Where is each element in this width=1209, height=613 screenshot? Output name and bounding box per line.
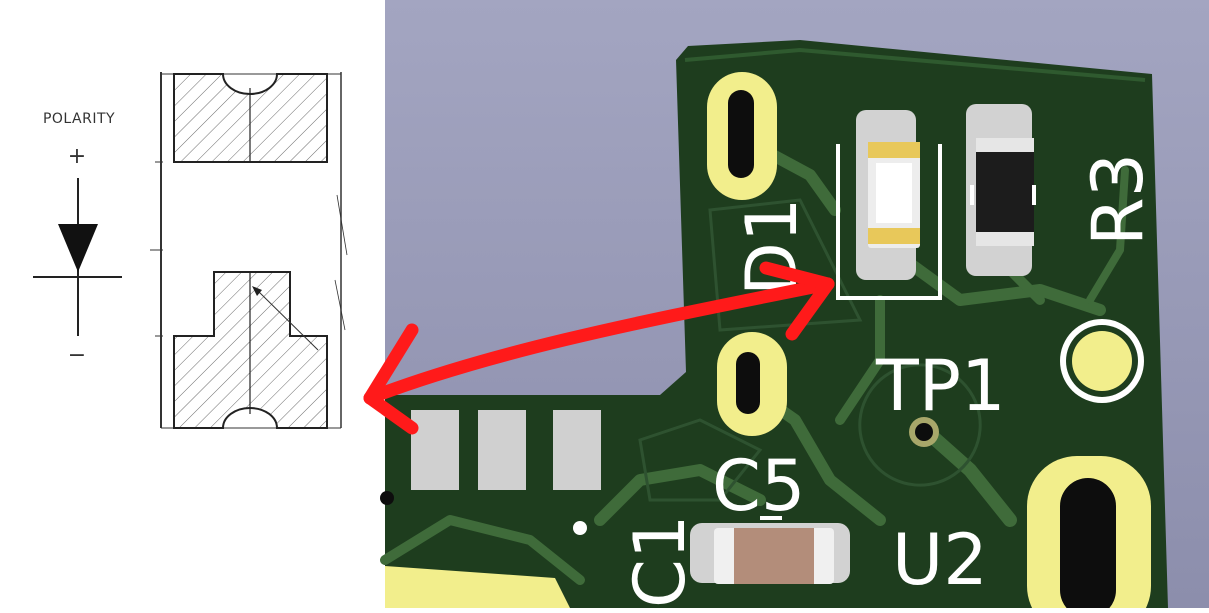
- minus-sign: −: [68, 343, 86, 368]
- label-c1: C1: [619, 515, 701, 608]
- label-u2: U2: [892, 519, 988, 601]
- d1-led-component: [856, 110, 920, 280]
- label-tp1: TP1: [875, 345, 1006, 427]
- d1-silkscreen-outline: [836, 144, 942, 300]
- pin1-dot: [573, 521, 587, 535]
- label-c5: C5: [712, 445, 805, 527]
- plated-slot-middle: [717, 332, 787, 436]
- plated-slot-top: [707, 72, 777, 200]
- diode-symbol-icon: [33, 178, 122, 336]
- label-r3: R3: [1077, 153, 1159, 246]
- pcb-panel: D1 R3 TP1 C5 C1 U2: [380, 0, 1209, 613]
- tp1-test-point: [1060, 319, 1144, 403]
- bottom-terminal-pad: [173, 271, 328, 429]
- double-headed-arrow-icon: [363, 261, 835, 435]
- copper-pour-outlines: [638, 198, 982, 502]
- u2-pads: [380, 410, 601, 505]
- polarity-label: POLARITY: [43, 111, 115, 127]
- via: [909, 417, 939, 447]
- datasheet-panel: POLARITY + −: [0, 0, 385, 608]
- top-terminal-pad: [173, 73, 328, 163]
- c5-capacitor-component: [690, 516, 850, 584]
- r3-resistor-component: [966, 104, 1034, 276]
- plus-sign: +: [68, 144, 86, 169]
- bottom-left-pad: [385, 566, 570, 608]
- plated-slot-right: [1027, 456, 1151, 613]
